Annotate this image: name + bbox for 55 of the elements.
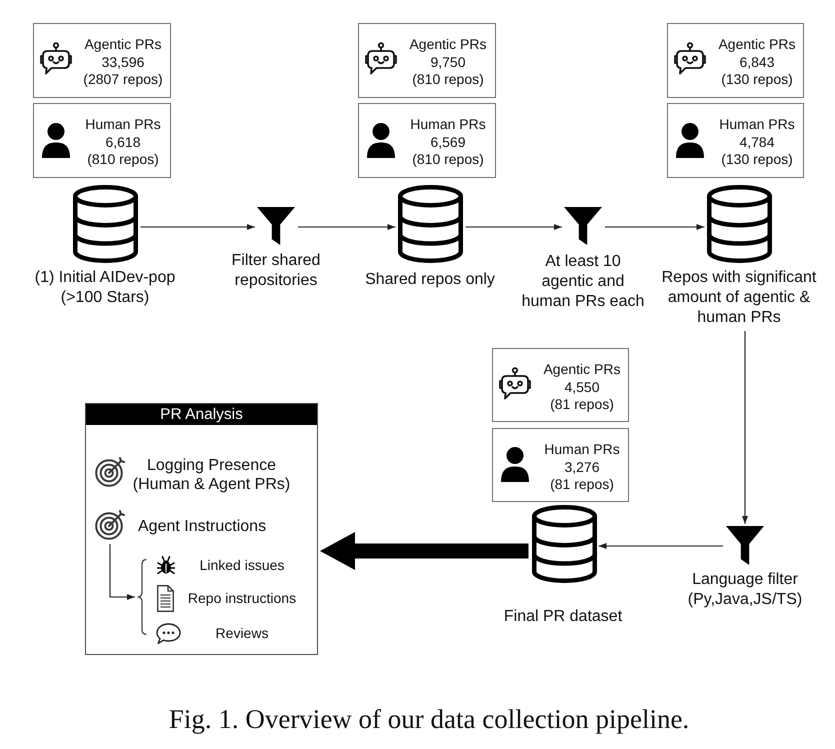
stats-card [33,103,171,178]
item-label: Logging Presence (Human & Agent PRs) [132,456,292,494]
repo-count: (130 repos) [721,71,793,88]
stats-title: Agentic PRs [543,361,621,378]
stats-count: 3,276 [564,458,600,476]
stats-title: Human PRs [410,116,486,134]
arrow [466,224,562,230]
icon-caption: Filter shared repositories [230,251,322,291]
icon-caption: At least 10 agentic and human PRs each [520,252,646,312]
stats-count: 6,618 [105,134,141,151]
stats-card [667,23,804,98]
arrow [298,224,396,230]
repo-count: (2807 repos) [83,71,163,88]
panel-header: PR Analysis [86,404,317,425]
stats-title: Human PRs [544,441,620,458]
stats-title: Agentic PRs [409,36,487,54]
arrow [605,224,704,230]
icon-caption: Final PR dataset [504,607,622,627]
stats-count: 4,550 [564,378,600,396]
repo-count: (810 repos) [412,151,484,168]
stats-count: 6,843 [739,54,775,71]
stats-card [492,348,629,422]
repo-count: (81 repos) [550,476,614,494]
item-label: Repo instructions [188,589,296,608]
stats-card [667,103,804,178]
stats-count: 4,784 [739,134,775,151]
item-label: Agent Instructions [138,517,266,537]
stats-count: 33,596 [102,54,144,71]
repo-count: (81 repos) [550,396,614,414]
item-label: Linked issues [200,556,284,575]
stats-count: 6,569 [430,134,466,151]
item-label: Reviews [216,624,268,643]
arrow [598,543,723,549]
stats-title: Agentic PRs [718,36,796,54]
stats-title: Agentic PRs [84,36,162,54]
repo-count: (810 repos) [412,71,484,88]
repo-count: (810 repos) [87,151,159,168]
stats-count: 9,750 [430,54,466,71]
icon-caption: Shared repos only [365,270,495,290]
stats-card [358,103,496,178]
stats-title: Human PRs [719,116,795,134]
stats-card [33,23,171,98]
thick-arrow [320,532,528,570]
icon-caption: Repos with significant amount of agentic & human PRs [660,268,818,328]
analysis-panel [85,403,318,655]
stats-card [358,23,496,98]
stats-card [492,428,629,502]
elbow-arrow [109,544,135,600]
icon-caption: Language filter (Py,Java,JS/TS) [686,570,804,610]
icon-caption: (1) Initial AIDev-pop (>100 Stars) [34,268,176,308]
figure-caption: Fig. 1. Overview of our data collection pipeline. [168,703,690,735]
stats-title: Human PRs [85,116,161,134]
arrow [742,331,748,524]
arrow [140,224,255,230]
repo-count: (130 repos) [721,151,793,168]
